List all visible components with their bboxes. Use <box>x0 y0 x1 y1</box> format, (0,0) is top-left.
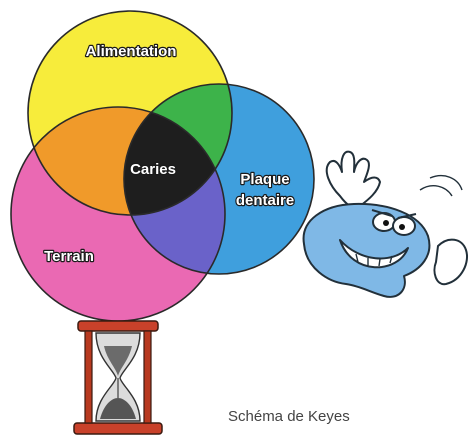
tooth-cartoon-character <box>304 152 467 297</box>
label-caries: Caries <box>130 161 176 178</box>
diagram-caption: Schéma de Keyes <box>228 408 350 425</box>
label-plaque: Plaque <box>240 171 289 188</box>
hourglass-icon <box>74 321 162 434</box>
label-dentaire: dentaire <box>236 192 294 209</box>
label-terrain: Terrain <box>44 248 94 265</box>
label-alimentation: Alimentation <box>86 43 177 60</box>
